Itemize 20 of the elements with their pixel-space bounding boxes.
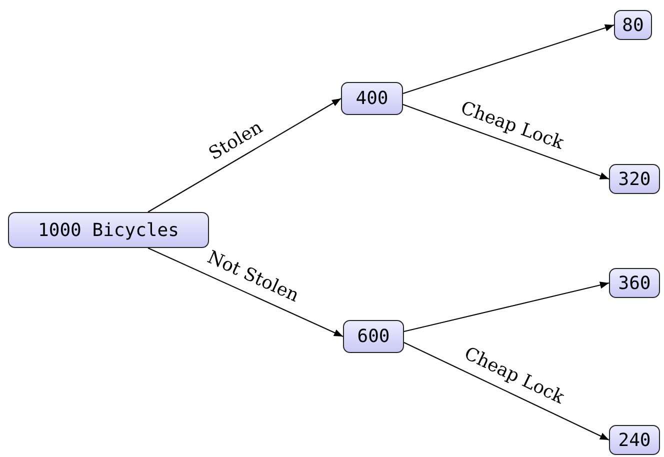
- node-count-text: 360: [618, 272, 651, 294]
- node-count-text: 400: [356, 88, 388, 109]
- arrow: [402, 104, 610, 180]
- node-count-text: 600: [357, 326, 390, 347]
- tree-node-box: [609, 268, 660, 298]
- arrow: [404, 342, 610, 440]
- arrow: [402, 24, 614, 94]
- arrow: [148, 248, 344, 337]
- tree-node-box: [343, 320, 404, 353]
- tree-node-box: [341, 82, 403, 115]
- tree-node-box: [609, 164, 660, 194]
- node-count-text: 320: [618, 168, 651, 190]
- tree-node-box: [8, 212, 209, 248]
- tree-node-box: [614, 10, 652, 40]
- node-count-text: 240: [618, 430, 651, 450]
- node-count-text: 1000 Bicycles: [38, 220, 179, 240]
- tree-node-box: [609, 425, 660, 455]
- arrow: [404, 282, 610, 332]
- node-count-text: 80: [622, 14, 644, 36]
- arrow: [148, 98, 342, 212]
